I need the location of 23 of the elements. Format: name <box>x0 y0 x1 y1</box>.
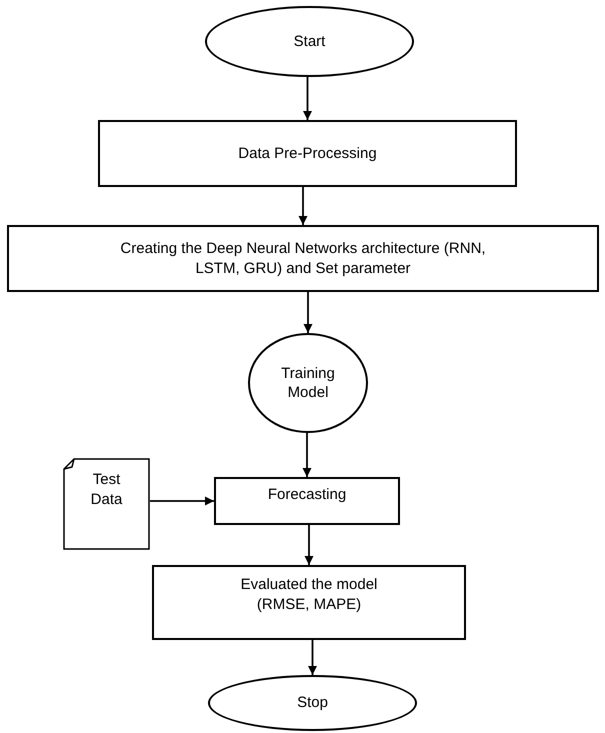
stop-terminal <box>208 675 417 731</box>
node-label: Creating the Deep Neural Networks architecture (RNN, LSTM, GRU) and Set parameter <box>119 239 487 278</box>
node-label: Test Data <box>90 470 124 509</box>
process-box <box>7 225 599 292</box>
node-label: Evaluated the model (RMSE, MAPE) <box>240 575 378 614</box>
process-box <box>98 120 517 187</box>
start-terminal <box>205 6 414 77</box>
node-label: Data Pre-Processing <box>238 144 377 164</box>
node-label: Stop <box>297 693 328 713</box>
arrow <box>303 77 312 120</box>
node-label: Forecasting <box>268 485 346 504</box>
node-label: Start <box>294 32 326 52</box>
arrow <box>308 640 317 675</box>
process-box <box>152 565 466 640</box>
document-shape <box>63 458 150 550</box>
node-label: Training Model <box>280 364 336 402</box>
arrow <box>150 496 214 506</box>
process-box <box>214 477 400 525</box>
arrow <box>298 187 308 225</box>
arrow <box>302 433 312 477</box>
arrow <box>304 292 312 333</box>
process-circle <box>248 333 368 433</box>
arrow <box>304 525 314 565</box>
